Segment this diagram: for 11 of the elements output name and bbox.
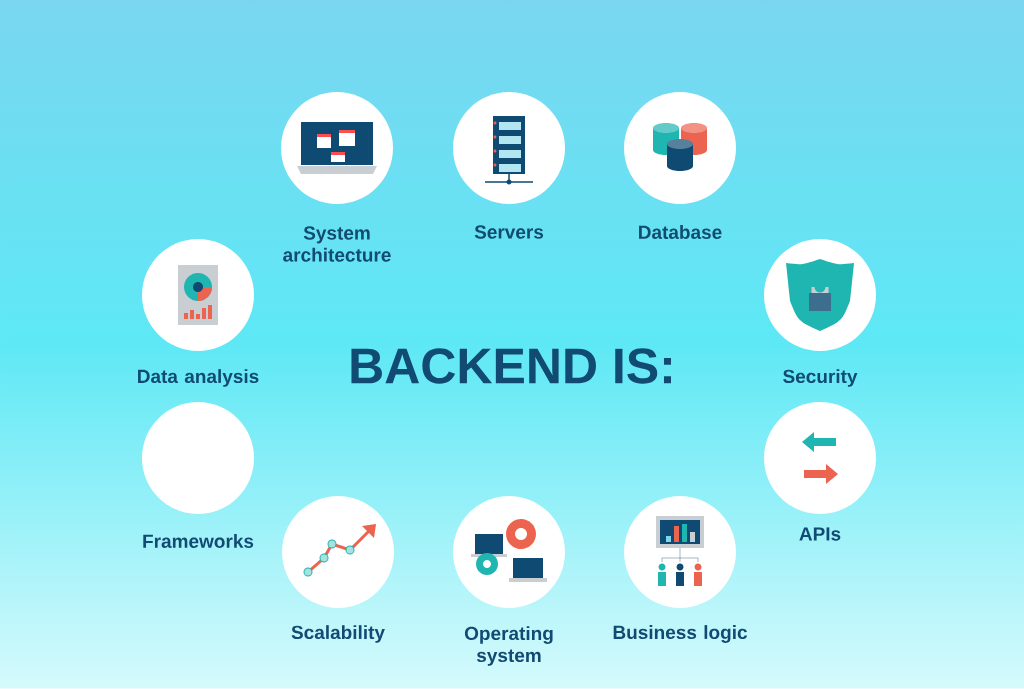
node-label: Business logic [613,625,747,643]
node-label: Database [639,225,722,239]
node-label: Scalability [291,625,385,643]
node-label: Security [783,369,858,387]
node-label: APIs [799,527,841,541]
node-label: Frameworks [143,534,254,548]
node-label: Operating system [464,626,553,666]
node-label: System architecture [283,226,391,262]
title: BACKEND IS: [351,348,671,384]
node-label: Data analysis [138,369,259,387]
node-label: Servers [474,225,544,239]
